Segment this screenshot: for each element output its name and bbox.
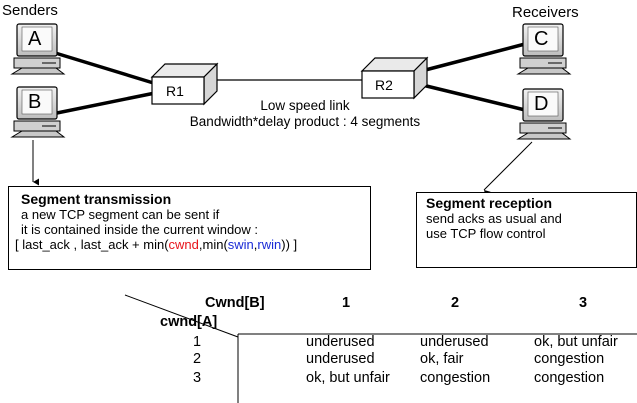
transmission-line-1: a new TCP segment can be sent if [21, 207, 220, 222]
table-cell: congestion [534, 370, 605, 386]
link-r2-c [409, 42, 526, 76]
segment-reception-box: Segment reception send acks as usual and… [416, 192, 637, 268]
transmission-title: Segment transmission [21, 191, 172, 207]
table-cell: ok, but unfair [534, 334, 618, 350]
links [51, 42, 526, 116]
table-row-2-label: 2 [193, 351, 202, 367]
router-r1: R1 [150, 62, 219, 106]
table-column-3: 3 [579, 295, 588, 311]
table-row-1-label: 1 [193, 334, 202, 350]
router-r2: R2 [360, 56, 429, 100]
computer-d-icon: D [516, 88, 572, 140]
host-b-label: B [28, 91, 41, 113]
senders-label: Senders [2, 2, 58, 19]
table-column-1: 1 [342, 295, 351, 311]
segment-transmission-box: Segment transmission a new TCP segment c… [8, 186, 371, 270]
table-cell: underused [306, 334, 375, 350]
table-cell: congestion [420, 370, 491, 386]
table-cell: ok, but unfair [306, 370, 390, 386]
transmission-line-2: it is contained inside the current windo… [21, 222, 259, 237]
table-row-3-label: 3 [193, 370, 202, 386]
formula-suffix: )) ] [281, 237, 298, 252]
transmission-formula: [ last_ack , last_ack + min(cwnd,min(swi… [15, 237, 370, 252]
link-label-2: Bandwidth*delay product : 4 segments [190, 114, 421, 129]
table-col-header: Cwnd[B] [205, 295, 265, 311]
table-row-header: cwnd[A] [160, 314, 218, 330]
host-c-label: C [534, 28, 548, 50]
reception-line-2: use TCP flow control [426, 226, 546, 241]
receivers-label: Receivers [512, 4, 579, 21]
host-d-label: D [534, 93, 548, 115]
formula-comma: , [253, 237, 258, 252]
formula-prefix: [ last_ack , last_ack + min( [15, 237, 169, 252]
link-r2-d [409, 80, 526, 112]
link-b-r1 [51, 90, 161, 116]
table-cell: ok, fair [420, 351, 464, 367]
table-cell: congestion [534, 351, 605, 367]
link-a-r1 [51, 50, 161, 87]
table-diagonal [124, 294, 239, 338]
reception-title: Segment reception [426, 195, 553, 211]
formula-mid: ,min( [198, 237, 228, 252]
computer-b-icon: B [10, 86, 66, 138]
formula-swin: swin [227, 237, 254, 252]
reception-line-1: send acks as usual and [426, 211, 562, 226]
arrow-d-to-reception [483, 141, 533, 197]
host-a-label: A [28, 28, 42, 50]
formula-cwnd: cwnd [168, 237, 199, 252]
table-column-2: 2 [451, 295, 460, 311]
computer-c-icon: C [516, 23, 572, 75]
router-r1-label: R1 [166, 83, 184, 99]
computer-a-icon: A [10, 23, 66, 75]
table-cell: underused [420, 334, 489, 350]
router-r2-label: R2 [375, 77, 393, 93]
table-cell: underused [306, 351, 375, 367]
formula-rwin: rwin [257, 237, 282, 252]
link-label-1: Low speed link [260, 98, 350, 113]
